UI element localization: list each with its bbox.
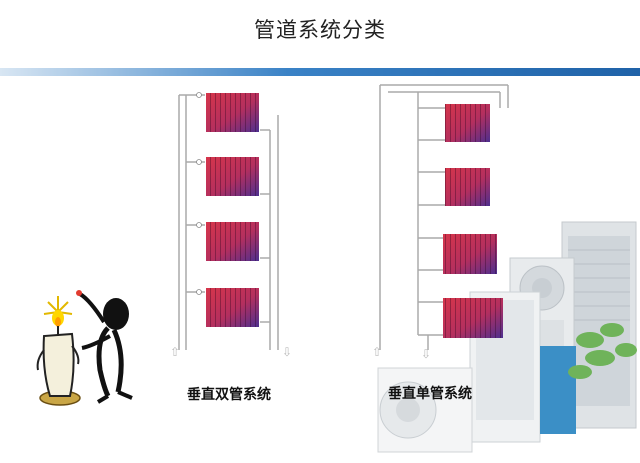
two-pipe-system [178, 92, 279, 350]
radiator [443, 298, 503, 338]
hvac-units-icon [377, 221, 637, 453]
page-title: 管道系统分类 [254, 18, 386, 42]
arrow-up-icon: ⇧ [372, 345, 382, 359]
radiator [206, 93, 259, 132]
radiator [443, 234, 497, 274]
right-caption: 垂直单管系统 [388, 386, 472, 402]
candle-figure-icon [36, 290, 133, 406]
radiator [445, 168, 490, 206]
radiator [206, 288, 259, 327]
radiator [206, 157, 259, 196]
arrow-up-icon: ⇧ [170, 345, 180, 359]
arrow-down-icon: ⇩ [421, 347, 431, 361]
radiator [206, 222, 259, 261]
single-pipe-system [379, 84, 509, 350]
header-band [0, 68, 640, 76]
arrow-down-icon: ⇩ [282, 345, 292, 359]
left-caption: 垂直双管系统 [187, 387, 271, 403]
radiator [445, 104, 490, 142]
